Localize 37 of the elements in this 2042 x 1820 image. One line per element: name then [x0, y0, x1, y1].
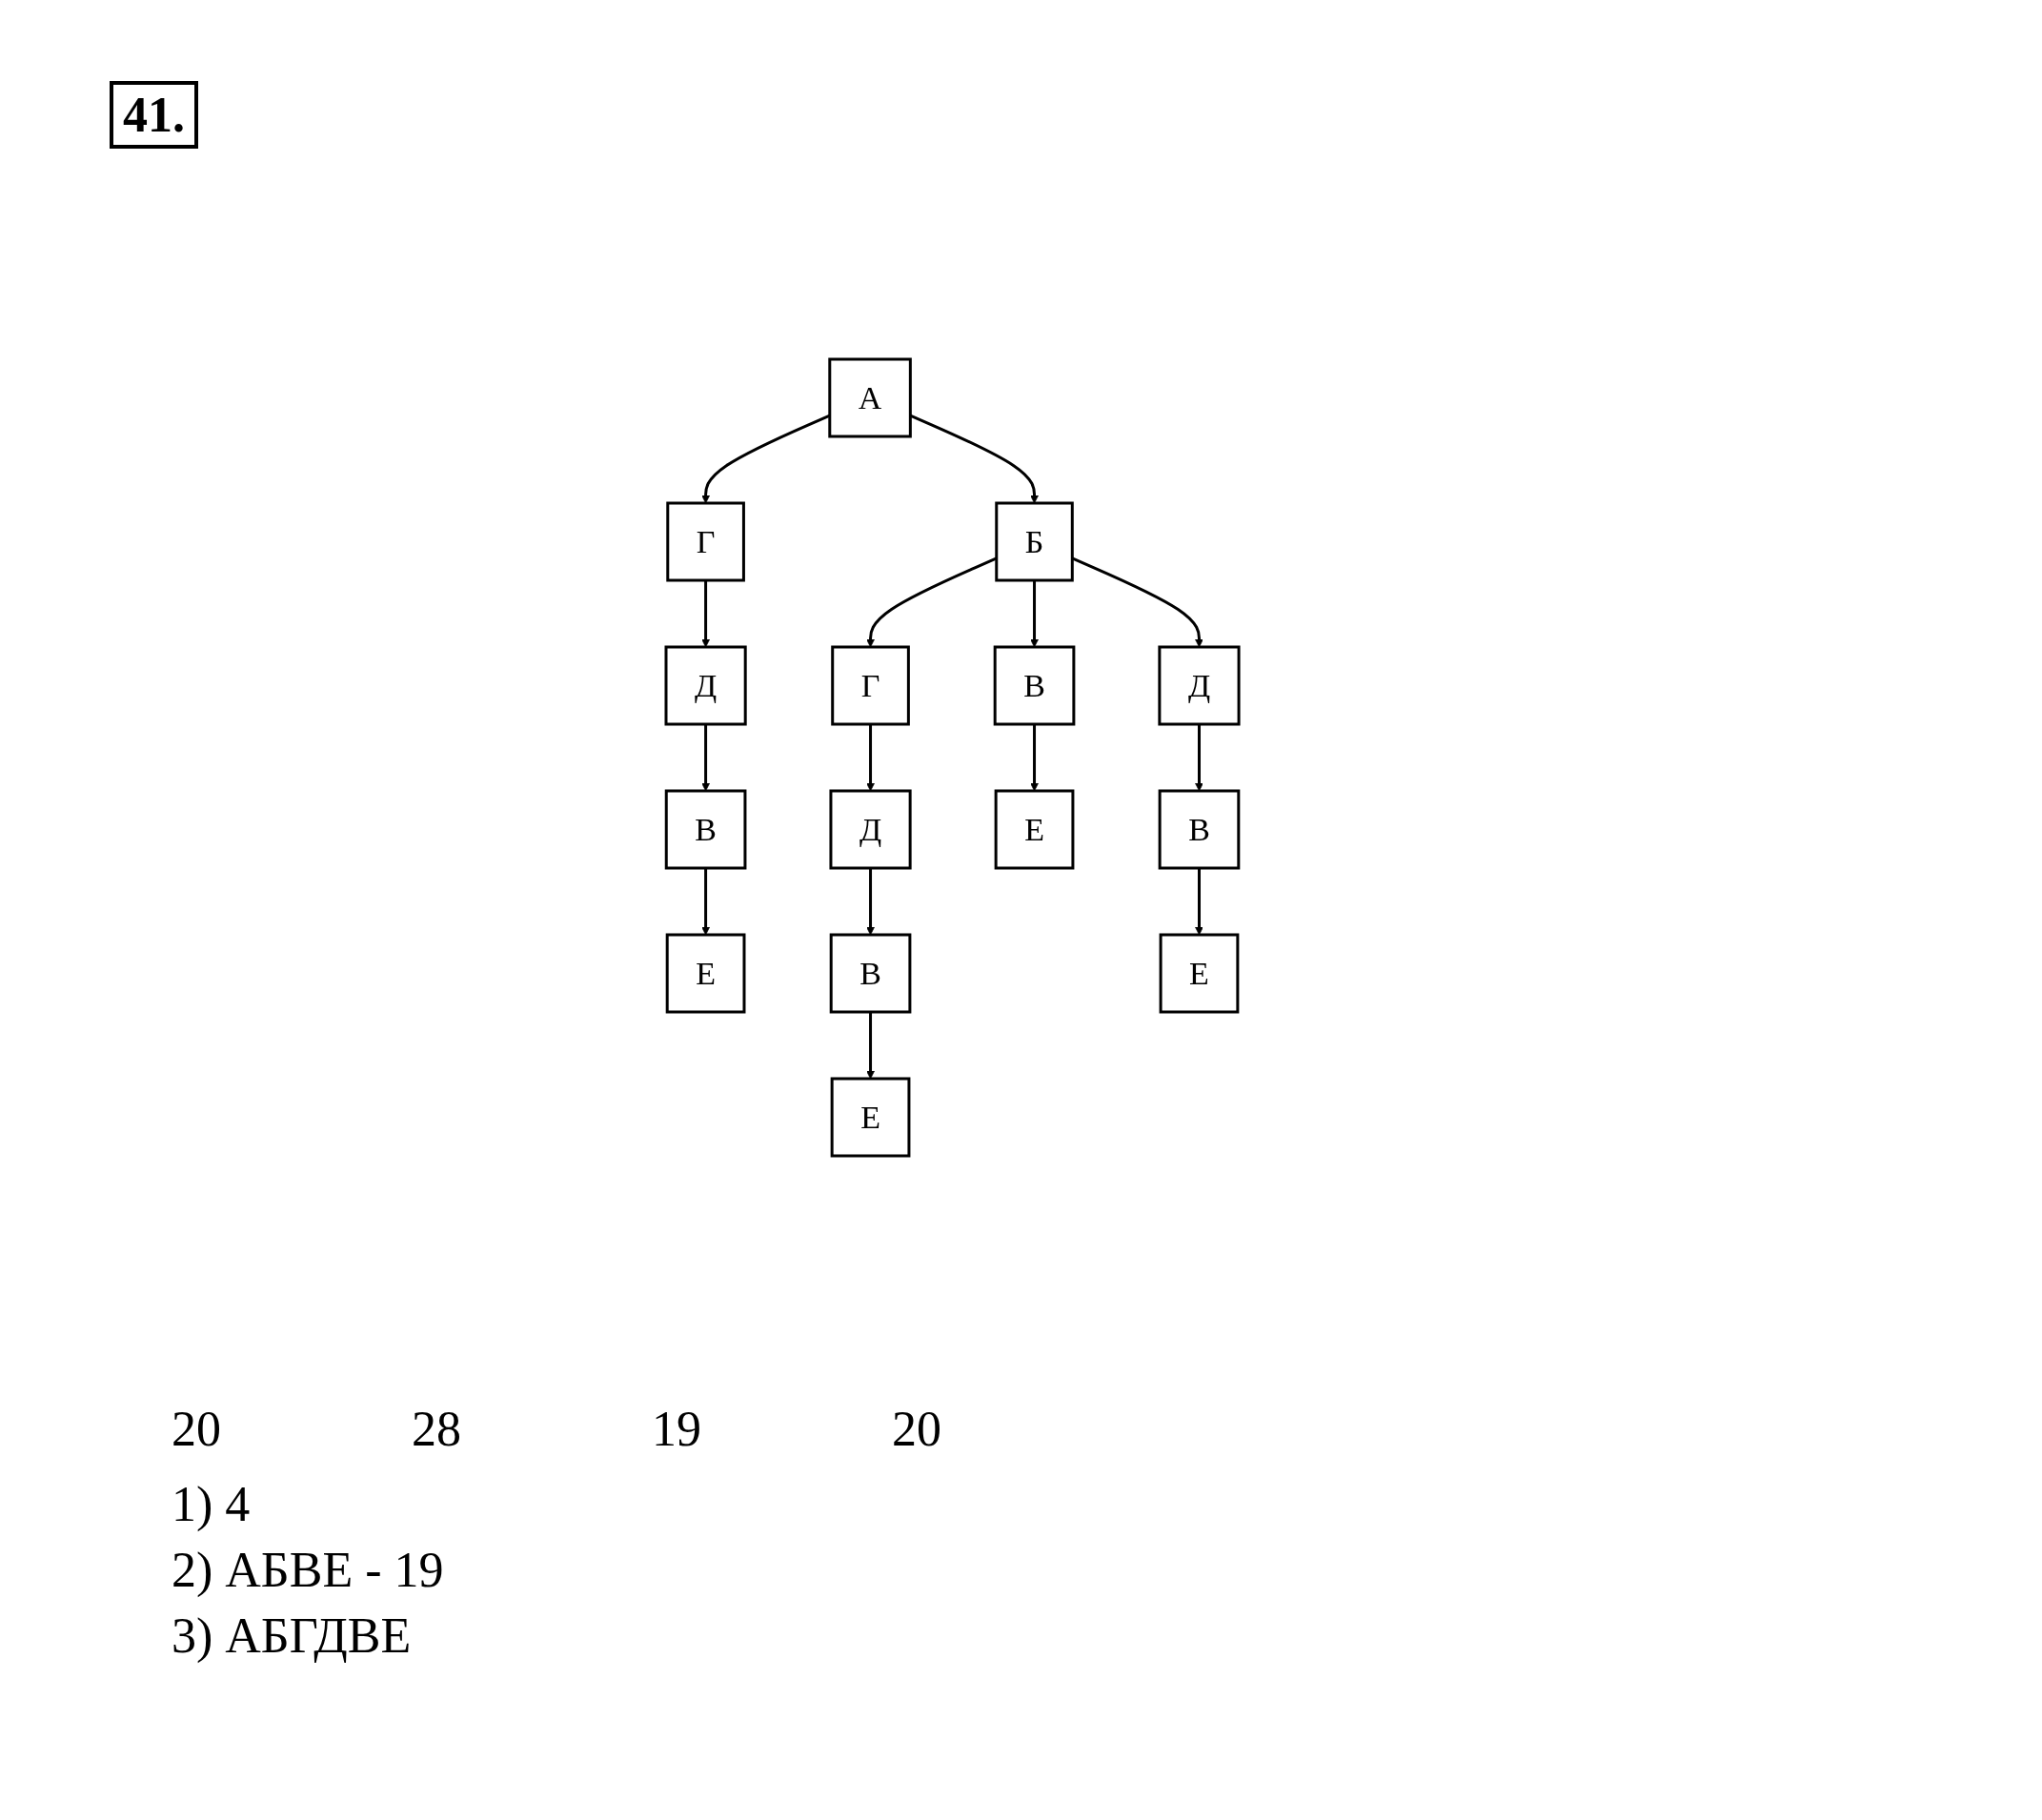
- node-box: Е: [1160, 933, 1240, 1014]
- node-box: В: [665, 789, 747, 870]
- node-box: Е: [995, 789, 1075, 870]
- path-length: 20: [892, 1401, 941, 1457]
- arrow: [701, 580, 711, 648]
- answer-line: 1) 4: [172, 1476, 252, 1532]
- arrow: [701, 868, 711, 936]
- arrow: [1030, 580, 1040, 648]
- path-length: 20: [172, 1401, 221, 1457]
- node-box: Д: [664, 645, 748, 726]
- arrow: [866, 1012, 876, 1080]
- arrow: [1072, 556, 1204, 648]
- answer-line: 3) АБГДВЕ: [172, 1608, 413, 1664]
- arrow: [1195, 724, 1204, 792]
- node-box: Б: [995, 501, 1075, 582]
- path-length: 28: [412, 1401, 461, 1457]
- node-box: В: [1159, 789, 1241, 870]
- arrow: [701, 724, 711, 792]
- arrow: [701, 414, 831, 504]
- answer-line: 2) АБВЕ - 19: [172, 1542, 445, 1598]
- arrow: [1195, 868, 1204, 936]
- arrow: [866, 556, 998, 648]
- node-box: А: [828, 357, 913, 438]
- node-box: Е: [666, 933, 746, 1014]
- arrow: [1030, 724, 1040, 792]
- node-box: В: [994, 645, 1076, 726]
- node-box: Е: [831, 1077, 911, 1158]
- arrow: [866, 868, 876, 936]
- arrow: [910, 414, 1040, 504]
- path-length: 19: [652, 1401, 701, 1457]
- node-box: Г: [666, 501, 746, 582]
- node-box: В: [830, 933, 912, 1014]
- node-box: Г: [831, 645, 911, 726]
- arrow: [866, 724, 876, 792]
- node-box: Д: [1158, 645, 1242, 726]
- problem-number: 41.: [110, 81, 198, 149]
- node-box: Д: [829, 789, 913, 870]
